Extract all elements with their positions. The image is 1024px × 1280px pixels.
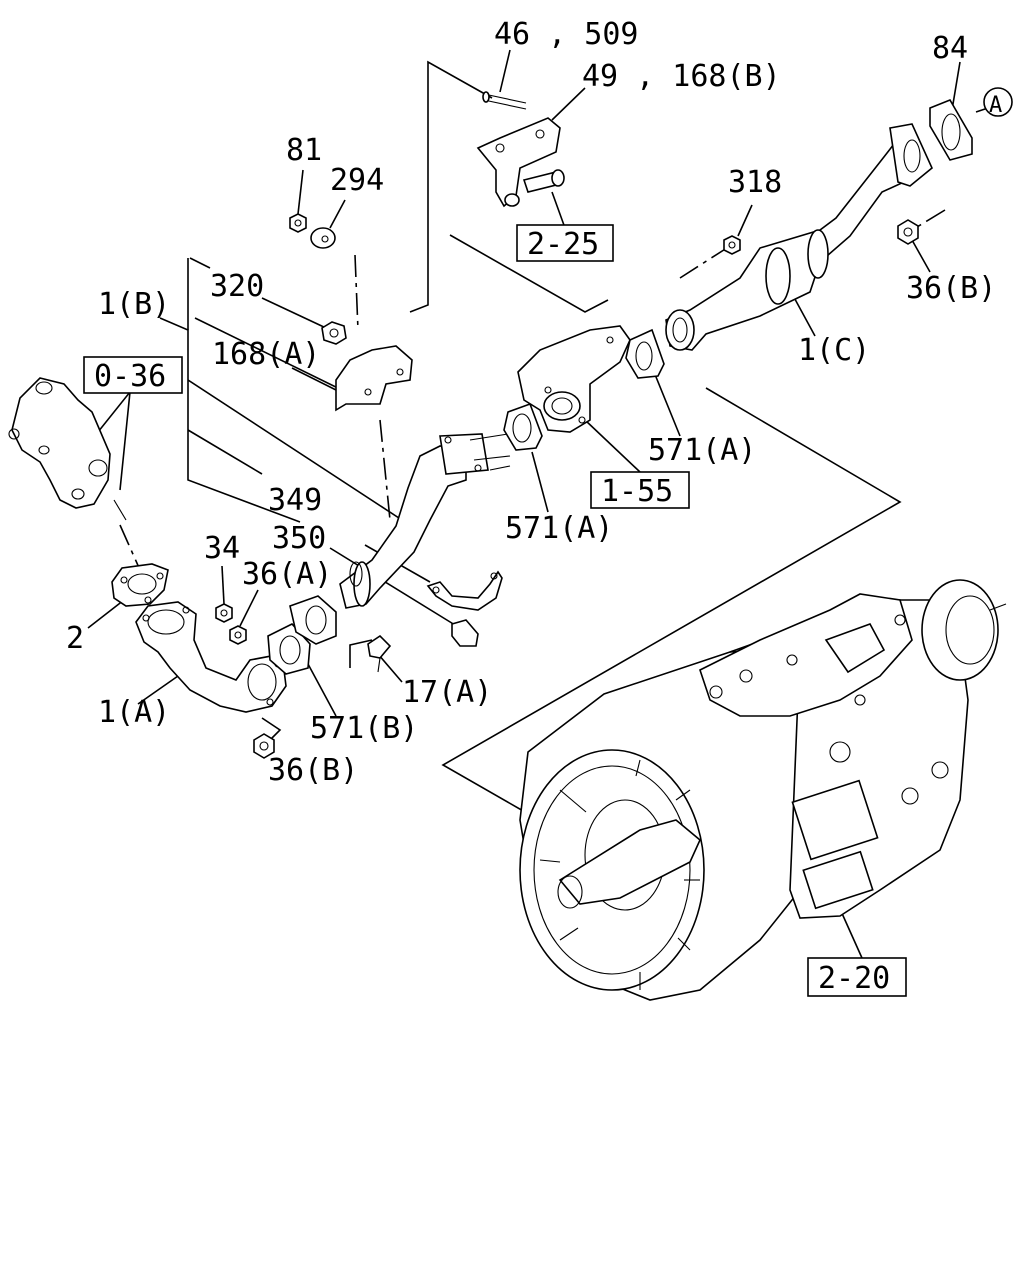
- label-34: 34: [204, 531, 240, 566]
- label-1a: 1(A): [98, 695, 170, 730]
- pipe-1b: [339, 433, 511, 609]
- reference-circle-a: [983, 87, 1013, 117]
- callout-labels: 46 , 509 49 , 168(B) 84 A 81 294 318 36(…: [66, 17, 1002, 788]
- washer-294: [310, 227, 336, 249]
- ref-box-0-36[interactable]: 0-36: [83, 356, 183, 394]
- bracket-168a: [335, 345, 413, 412]
- bracket-49: [476, 117, 565, 208]
- nut-36a: [229, 625, 247, 645]
- label-81: 81: [286, 133, 322, 168]
- label-318: 318: [728, 165, 782, 200]
- label-17a: 17(A): [402, 675, 492, 710]
- exhaust-brake-1-55: [517, 325, 631, 433]
- label-320: 320: [210, 269, 264, 304]
- stud-46-509: [482, 91, 527, 110]
- label-36a: 36(A): [242, 557, 332, 592]
- gasket-84: [929, 99, 973, 161]
- label-2: 2: [66, 621, 84, 656]
- nut-34: [215, 603, 233, 623]
- label-294: 294: [330, 163, 384, 198]
- svg-text:2-20: 2-20: [818, 961, 890, 996]
- label-36b-top: 36(B): [906, 271, 996, 306]
- nut-320: [321, 321, 347, 345]
- bolt-350: [451, 619, 479, 647]
- label-36b-bottom: 36(B): [268, 753, 358, 788]
- ref-box-2-25[interactable]: 2-25: [516, 224, 614, 262]
- label-349: 349: [268, 483, 322, 518]
- exhaust-manifold: [8, 377, 127, 521]
- centerlines: [119, 209, 946, 571]
- label-a: A: [989, 93, 1002, 118]
- gasket-571b: [267, 595, 337, 675]
- gasket-2: [111, 563, 169, 607]
- svg-text:2-25: 2-25: [527, 227, 599, 262]
- label-350: 350: [272, 521, 326, 556]
- ref-box-1-55[interactable]: 1-55: [590, 471, 690, 509]
- leader-lines: [81, 49, 989, 959]
- svg-text:1-55: 1-55: [601, 474, 673, 509]
- transmission-2-20: [519, 579, 1007, 1001]
- label-49-168b: 49 , 168(B): [582, 59, 781, 94]
- gasket-571a-center: [503, 402, 543, 451]
- bolt-17a: [367, 634, 392, 673]
- label-1b: 1(B): [98, 287, 170, 322]
- nut-318: [723, 235, 741, 255]
- nut-81: [289, 213, 307, 233]
- label-1c: 1(C): [798, 333, 870, 368]
- nut-36b-top: [897, 219, 919, 245]
- pipe-1c: [665, 123, 933, 351]
- label-84: 84: [932, 31, 968, 66]
- label-571b: 571(B): [310, 711, 418, 746]
- label-168a: 168(A): [212, 337, 320, 372]
- ref-box-2-20[interactable]: 2-20: [807, 957, 907, 997]
- label-46-509: 46 , 509: [494, 17, 639, 52]
- label-571a-right: 571(A): [648, 433, 756, 468]
- svg-text:0-36: 0-36: [94, 359, 166, 394]
- clamp-349: [426, 570, 503, 611]
- gasket-571a-right: [625, 328, 665, 379]
- nut-36b-bottom: [253, 733, 275, 759]
- label-571a-center: 571(A): [505, 511, 613, 546]
